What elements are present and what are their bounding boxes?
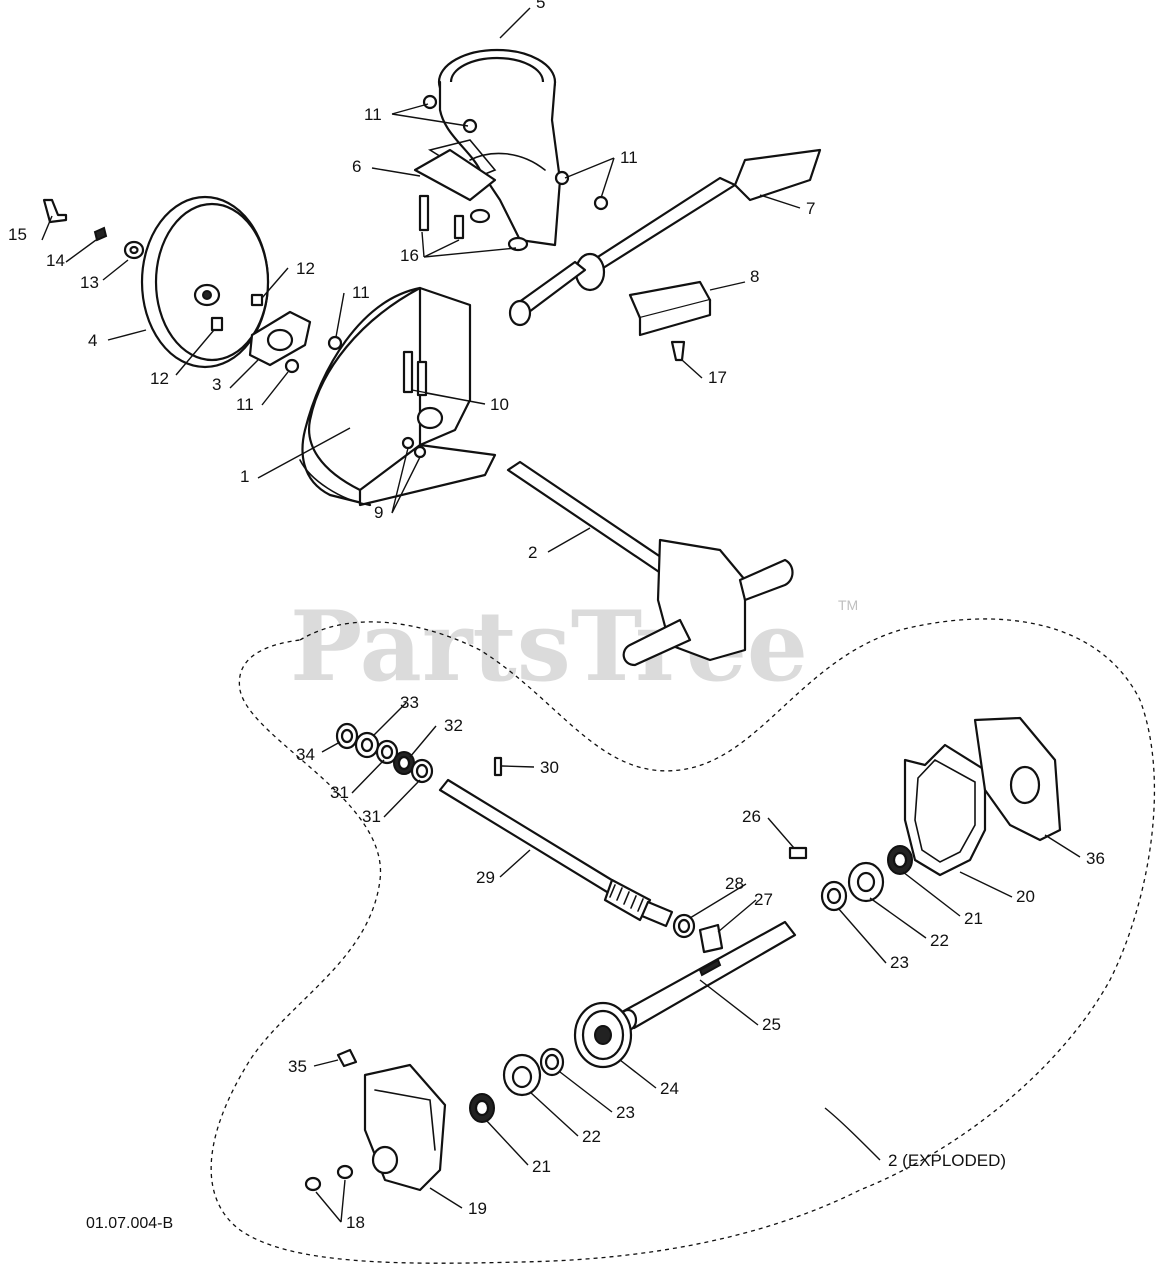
key-part-26[interactable] [788, 846, 808, 860]
seal-part-21[interactable] [469, 1093, 495, 1123]
callout-23: 23 [890, 953, 909, 972]
callout-15: 15 [8, 225, 27, 244]
nut-part[interactable] [422, 94, 438, 110]
callout-30: 30 [540, 758, 559, 777]
nut-part[interactable] [593, 195, 609, 211]
washer-part-31[interactable] [375, 739, 399, 765]
callout-33: 33 [400, 693, 419, 712]
bolt-part-12[interactable] [210, 316, 224, 332]
nut-part-9[interactable] [401, 436, 415, 450]
callout-12: 12 [296, 259, 315, 278]
exploded-label: 2 (EXPLODED) [888, 1151, 1006, 1170]
callout-28: 28 [725, 874, 744, 893]
housing-part[interactable] [299, 286, 497, 507]
bushing-part-33[interactable] [354, 731, 380, 759]
crank-bracket-part[interactable] [628, 280, 712, 337]
washer-part-31[interactable] [410, 758, 434, 784]
bushing-part-27[interactable] [698, 923, 724, 954]
shaft-assembly-part[interactable] [506, 460, 794, 667]
bolt-part-15[interactable] [42, 198, 68, 224]
callout-16: 16 [400, 246, 419, 265]
callout-14: 14 [46, 251, 65, 270]
nut-part[interactable] [284, 358, 300, 374]
callout-18: 18 [346, 1213, 365, 1232]
pin-part-18[interactable] [336, 1164, 354, 1180]
bearing-plate-part[interactable] [248, 310, 312, 367]
chute-base-part[interactable] [427, 48, 562, 247]
nut-part-9[interactable] [413, 445, 427, 459]
exploded-view-boundary [210, 618, 1156, 1264]
pin-part-18[interactable] [304, 1176, 322, 1192]
callout-27: 27 [754, 890, 773, 909]
callout-labels: 5 11 6 11 7 16 15 14 13 12 4 12 3 11 11 … [8, 0, 1105, 1232]
callout-20: 20 [1016, 887, 1035, 906]
pin-part-30[interactable] [493, 756, 503, 777]
bushing-part-22[interactable] [847, 861, 885, 903]
callout-21: 21 [964, 909, 983, 928]
callout-25: 25 [762, 1015, 781, 1034]
callout-22: 22 [582, 1127, 601, 1146]
bolt-part-12[interactable] [250, 293, 264, 307]
callout-13: 13 [80, 273, 99, 292]
washer-part-34[interactable] [335, 722, 359, 750]
callout-31: 31 [330, 783, 349, 802]
gasket-part-20[interactable] [903, 743, 987, 877]
callout-34: 34 [296, 745, 315, 764]
washer-part-23[interactable] [820, 880, 848, 912]
callout-9: 9 [374, 503, 383, 522]
callout-23: 23 [616, 1103, 635, 1122]
callout-10: 10 [490, 395, 509, 414]
crank-handle-part[interactable] [508, 148, 822, 327]
callout-26: 26 [742, 807, 761, 826]
callout-32: 32 [444, 716, 463, 735]
bolt-set-16[interactable] [418, 194, 529, 252]
leader-lines [41, 7, 1081, 1223]
figure-id: 01.07.004-B [86, 1215, 173, 1232]
callout-36: 36 [1086, 849, 1105, 868]
pulley-part[interactable] [140, 195, 270, 369]
nut-part[interactable] [327, 335, 343, 351]
callout-24: 24 [660, 1079, 679, 1098]
screw-part-35[interactable] [336, 1048, 358, 1068]
callout-22: 22 [930, 931, 949, 950]
callout-3: 3 [212, 375, 221, 394]
callout-11: 11 [236, 395, 254, 414]
callout-4: 4 [88, 331, 97, 350]
callout-1: 1 [240, 467, 249, 486]
chute-plate-part[interactable] [413, 148, 497, 202]
seal-part-21[interactable] [887, 845, 913, 875]
worm-gear-part[interactable] [573, 1001, 633, 1069]
screw-part[interactable] [670, 340, 686, 362]
spring-washer-part[interactable] [93, 226, 108, 242]
gear-housing-half-19[interactable] [363, 1063, 447, 1192]
worm-shaft-part[interactable] [438, 778, 674, 928]
gear-housing-half-36[interactable] [973, 716, 1062, 842]
callout-8: 8 [750, 267, 759, 286]
callout-11: 11 [352, 283, 370, 302]
callout-11: 11 [364, 105, 382, 124]
callout-12: 12 [150, 369, 169, 388]
nut-part[interactable] [554, 170, 570, 186]
callout-7: 7 [806, 199, 815, 218]
callout-21: 21 [532, 1157, 551, 1176]
callout-2: 2 [528, 543, 537, 562]
callout-6: 6 [352, 157, 361, 176]
bolt-part-10[interactable] [416, 360, 428, 397]
washer-part-28[interactable] [672, 913, 696, 939]
watermark-tm: TM [838, 597, 858, 613]
washer-part-23[interactable] [539, 1047, 565, 1077]
callout-11: 11 [620, 148, 638, 167]
callout-19: 19 [468, 1199, 487, 1218]
bushing-part-22[interactable] [502, 1053, 542, 1097]
callout-29: 29 [476, 868, 495, 887]
callout-31: 31 [362, 807, 381, 826]
bolt-part-10[interactable] [402, 350, 414, 394]
callout-5: 5 [536, 0, 545, 12]
callout-35: 35 [288, 1057, 307, 1076]
callout-17: 17 [708, 368, 727, 387]
washer-part-13[interactable] [123, 240, 145, 260]
